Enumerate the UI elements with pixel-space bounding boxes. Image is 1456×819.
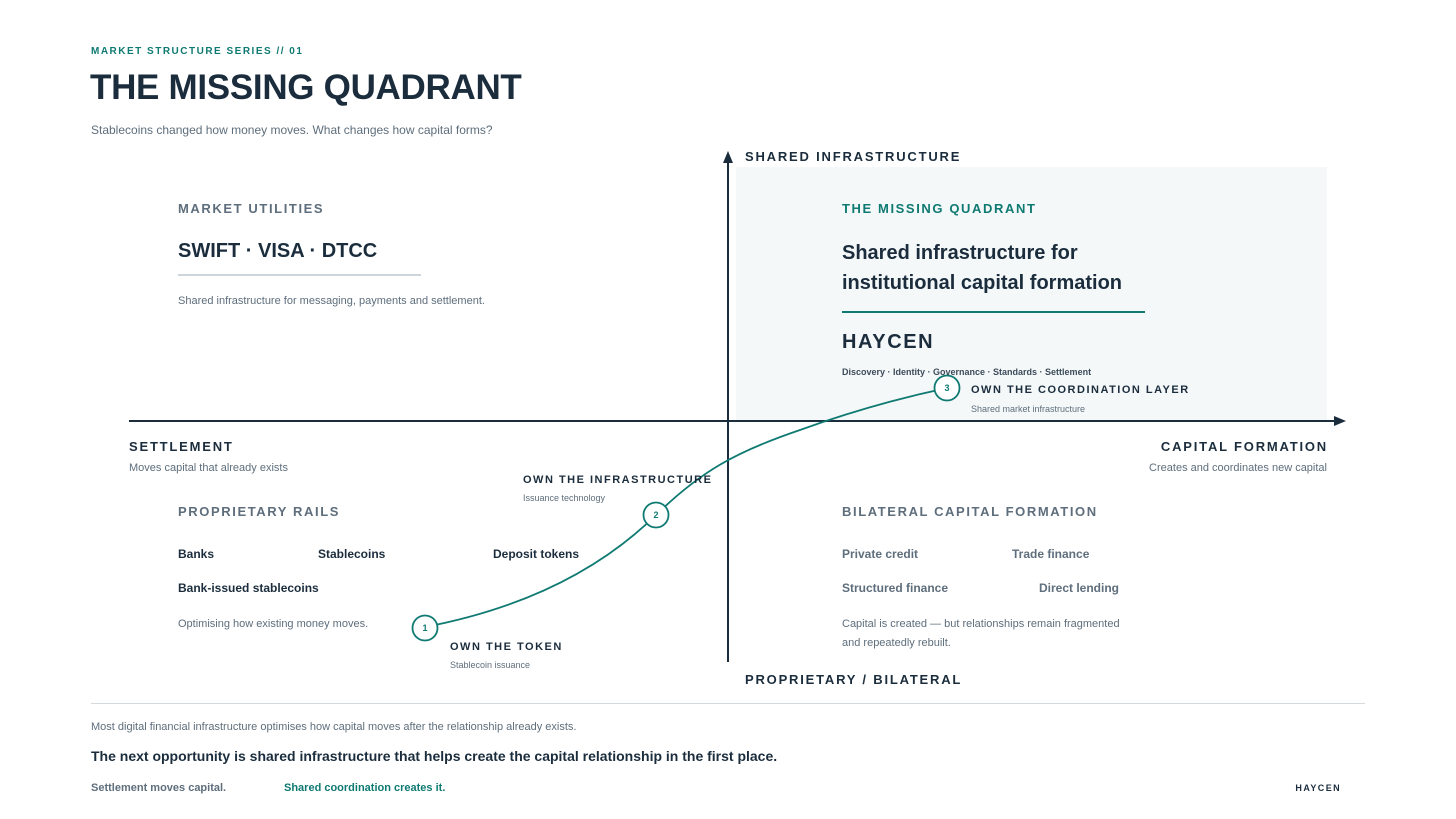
proprietary-rails-heading: PROPRIETARY RAILS xyxy=(178,504,341,519)
bilateral-heading: BILATERAL CAPITAL FORMATION xyxy=(842,504,1098,519)
market-utilities-divider xyxy=(178,274,421,276)
proprietary-item-stablecoins: Stablecoins xyxy=(318,547,386,561)
footer-divider xyxy=(91,703,1365,704)
step-marker-1-number: 1 xyxy=(422,623,427,633)
proprietary-rails-desc: Optimising how existing money moves. xyxy=(178,618,369,630)
footer-thesis: The next opportunity is shared infrastru… xyxy=(91,748,778,764)
proprietary-item-deposit-tokens: Deposit tokens xyxy=(493,547,580,561)
page-title: THE MISSING QUADRANT xyxy=(90,68,522,107)
footer-right-tag: Shared coordination creates it. xyxy=(284,782,446,794)
bilateral-item-private-credit: Private credit xyxy=(842,547,919,561)
axis-right-label: CAPITAL FORMATION xyxy=(1160,439,1328,454)
step-3-label: OWN THE COORDINATION LAYER xyxy=(971,384,1190,396)
footer-context: Most digital financial infrastructure op… xyxy=(91,721,577,733)
step-1-sub: Stablecoin issuance xyxy=(450,660,531,670)
vertical-axis-arrow xyxy=(723,151,733,163)
step-marker-3-number: 3 xyxy=(944,383,949,393)
progression-curve xyxy=(424,387,948,628)
horizontal-axis-arrow xyxy=(1334,416,1346,426)
axis-top-label: SHARED INFRASTRUCTURE xyxy=(745,149,962,164)
axis-left-label: SETTLEMENT xyxy=(129,439,234,454)
step-3-sub: Shared market infrastructure xyxy=(971,404,1086,414)
bilateral-item-structured-finance: Structured finance xyxy=(842,581,949,595)
step-marker-2-number: 2 xyxy=(653,510,658,520)
step-marker-1: 1 xyxy=(411,614,439,642)
bilateral-item-trade-finance: Trade finance xyxy=(1012,547,1090,561)
axis-left-sub: Moves capital that already exists xyxy=(129,462,288,474)
bilateral-desc-line1: Capital is created — but relationships r… xyxy=(842,618,1120,630)
page-subtitle: Stablecoins changed how money moves. Wha… xyxy=(91,123,493,137)
market-utilities-desc: Shared infrastructure for messaging, pay… xyxy=(178,295,485,307)
step-marker-3: 3 xyxy=(933,374,961,402)
bilateral-item-direct-lending: Direct lending xyxy=(1039,581,1120,595)
missing-quadrant-brand: HAYCEN xyxy=(842,331,935,353)
step-1-label: OWN THE TOKEN xyxy=(450,641,563,653)
step-2-label: OWN THE INFRASTRUCTURE xyxy=(523,474,713,486)
missing-quadrant-heading: THE MISSING QUADRANT xyxy=(842,201,1037,216)
market-utilities-heading: MARKET UTILITIES xyxy=(178,201,325,216)
axis-bottom-label: PROPRIETARY / BILATERAL xyxy=(745,672,963,687)
step-2-sub: Issuance technology xyxy=(523,493,606,503)
proprietary-item-banks: Banks xyxy=(178,547,215,561)
missing-quadrant-title: Shared infrastructure for institutional … xyxy=(842,242,1123,294)
bilateral-desc-line2: and repeatedly rebuilt. xyxy=(842,637,951,649)
proprietary-item-bank-stablecoins: Bank-issued stablecoins xyxy=(178,581,319,595)
missing-quadrant-divider xyxy=(842,311,1145,313)
missing-quadrant-pillars: Discovery · Identity · Governance · Stan… xyxy=(842,367,1092,377)
market-utilities-names: SWIFT · VISA · DTCC xyxy=(178,240,378,262)
footer-left-tag: Settlement moves capital. xyxy=(91,782,227,794)
missing-quadrant-highlight xyxy=(736,167,1327,421)
step-marker-2: 2 xyxy=(642,501,670,529)
axis-right-sub: Creates and coordinates new capital xyxy=(1149,462,1327,474)
series-label: MARKET STRUCTURE SERIES // 01 xyxy=(91,46,304,57)
footer-brand: HAYCEN xyxy=(1295,783,1341,793)
